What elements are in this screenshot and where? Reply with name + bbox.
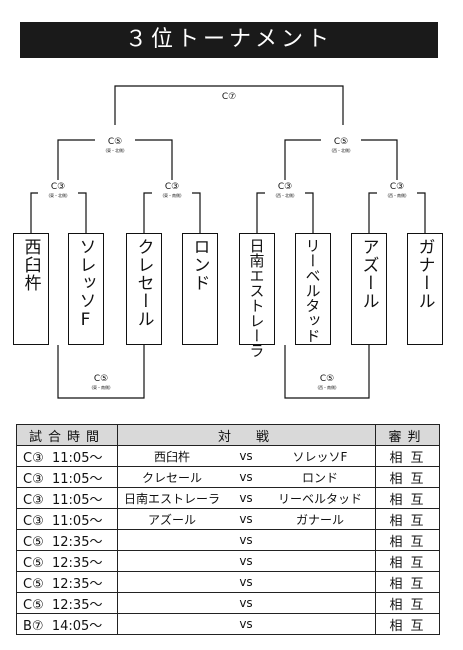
match-time-cell: C⑤ 12:35～: [16, 571, 118, 593]
referee-cell: 相互: [375, 487, 440, 509]
away-team: ソレッソF: [292, 449, 348, 464]
match-time: 12:35～: [52, 597, 103, 613]
vs-label: vs: [239, 533, 253, 547]
match-time-cell: C③ 11:05～: [16, 445, 118, 467]
match-time: 11:05～: [52, 513, 103, 529]
referee-cell: 相互: [375, 445, 440, 467]
home-team: クレセール: [141, 470, 202, 485]
match-time-cell: C③ 11:05～: [16, 466, 118, 488]
vs-label: vs: [239, 617, 253, 631]
match-cell: vs: [117, 550, 376, 572]
referee-cell: 相互: [375, 508, 440, 530]
match-time: 12:35～: [52, 534, 103, 550]
consolation-node-right: C⑤ (西・南側): [317, 374, 337, 390]
header-time: 試合時間: [16, 424, 118, 446]
vs-label: vs: [239, 554, 253, 568]
table-row: C⑤ 12:35～ vs 相互: [16, 529, 440, 551]
team-box: アズール: [351, 233, 387, 345]
vs-label: vs: [239, 596, 253, 610]
schedule-body: C③ 11:05～ 西臼杵 vs ソレッソF 相互 C③ 11:05～ クレセール vs ロンド…: [16, 445, 440, 635]
table-row: C⑤ 12:35～ vs 相互: [16, 571, 440, 593]
vs-label: vs: [239, 449, 253, 463]
header-match: 対 戦: [117, 424, 376, 446]
match-time-cell: C③ 11:05～: [16, 487, 118, 509]
page-title: ３位トーナメント: [20, 22, 438, 58]
match-time-cell: C⑤ 12:35～: [16, 529, 118, 551]
home-team: 西臼杵: [153, 449, 190, 464]
team-box: クレセール: [126, 233, 162, 345]
table-row: C⑤ 12:35～ vs 相互: [16, 550, 440, 572]
referee-cell: 相互: [375, 613, 440, 635]
consolation-node-left: C⑤ (東・南側): [91, 374, 111, 390]
match-code: C③: [23, 450, 44, 466]
referee-cell: 相互: [375, 529, 440, 551]
match-code: C⑤: [23, 576, 44, 592]
vs-label: vs: [239, 470, 253, 484]
first-node-1: C③ (東・北側): [38, 182, 78, 198]
match-code: C⑤: [23, 597, 44, 613]
first-node-3: C③ (西・北側): [265, 182, 305, 198]
team-box: ソレッソF: [68, 233, 104, 345]
table-row: B⑦ 14:05～ vs 相互: [16, 613, 440, 635]
vs-label: vs: [239, 575, 253, 589]
away-team: リーベルタッド: [277, 491, 362, 506]
match-code: C⑤: [23, 555, 44, 571]
table-row: C⑤ 12:35～ vs 相互: [16, 592, 440, 614]
first-node-2: C③ (東・南側): [152, 182, 192, 198]
bracket-lines: [30, 85, 426, 399]
team-box: 日南エストレーラ: [239, 233, 275, 358]
vs-label: vs: [239, 491, 253, 505]
first-node-4: C③ (西・南側): [377, 182, 417, 198]
home-team: アズール: [147, 512, 196, 527]
match-code: B⑦: [23, 618, 44, 634]
match-code: C③: [23, 471, 44, 487]
table-header-row: 試合時間 対 戦 審判: [16, 424, 440, 446]
home-team: 日南エストレーラ: [123, 491, 220, 506]
referee-cell: 相互: [375, 466, 440, 488]
team-box: ガナール: [407, 233, 443, 345]
semi-node-right: C⑤ (西・北側): [321, 137, 361, 153]
match-time-cell: C⑤ 12:35～: [16, 592, 118, 614]
away-team: ロンド: [301, 470, 338, 485]
match-cell: アズール vs ガナール: [117, 508, 376, 530]
match-time: 12:35～: [52, 576, 103, 592]
referee-cell: 相互: [375, 592, 440, 614]
team-box: 西臼杵: [13, 233, 49, 345]
match-code: C⑤: [23, 534, 44, 550]
match-cell: vs: [117, 613, 376, 635]
match-code: C③: [23, 492, 44, 508]
team-box: ロンド: [182, 233, 218, 345]
match-cell: vs: [117, 529, 376, 551]
match-code: C③: [23, 513, 44, 529]
match-time: 14:05～: [51, 618, 103, 634]
table-row: C③ 11:05～ 西臼杵 vs ソレッソF 相互: [16, 445, 440, 467]
team-box: リーベルタッド: [295, 233, 331, 345]
final-node: C⑦: [221, 92, 237, 102]
match-cell: vs: [117, 571, 376, 593]
match-time: 11:05～: [52, 450, 103, 466]
match-time: 11:05～: [52, 471, 103, 487]
header-referee: 審判: [375, 424, 440, 446]
semi-node-left: C⑤ (東・北側): [95, 137, 135, 153]
match-time-cell: C⑤ 12:35～: [16, 550, 118, 572]
table-row: C③ 11:05～ アズール vs ガナール 相互: [16, 508, 440, 530]
referee-cell: 相互: [375, 571, 440, 593]
match-cell: 日南エストレーラ vs リーベルタッド: [117, 487, 376, 509]
vs-label: vs: [239, 512, 253, 526]
away-team: ガナール: [295, 512, 344, 527]
match-cell: 西臼杵 vs ソレッソF: [117, 445, 376, 467]
match-time: 12:35～: [52, 555, 103, 571]
match-cell: クレセール vs ロンド: [117, 466, 376, 488]
match-time: 11:05～: [52, 492, 103, 508]
match-cell: vs: [117, 592, 376, 614]
match-time-cell: C③ 11:05～: [16, 508, 118, 530]
match-time-cell: B⑦ 14:05～: [16, 613, 118, 635]
table-row: C③ 11:05～ クレセール vs ロンド 相互: [16, 466, 440, 488]
referee-cell: 相互: [375, 550, 440, 572]
table-row: C③ 11:05～ 日南エストレーラ vs リーベルタッド相互: [16, 487, 440, 509]
